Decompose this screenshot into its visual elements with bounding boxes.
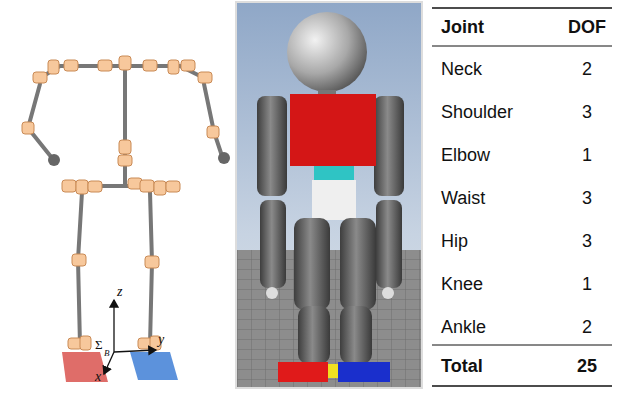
- frame-label: Σ: [95, 338, 103, 351]
- table-cell: Knee: [441, 275, 483, 293]
- table-cell: Neck: [441, 60, 482, 78]
- table-cell: Shoulder: [441, 103, 513, 121]
- table-cell: 25: [577, 357, 597, 375]
- table-cell: Elbow: [441, 146, 490, 164]
- table-cell: 2: [582, 318, 592, 336]
- skeleton-links: [28, 66, 222, 345]
- hand: [48, 154, 60, 166]
- table-cell: 1: [582, 275, 592, 293]
- table-cell: 3: [582, 103, 592, 121]
- robot-render: [236, 2, 422, 388]
- table-cell: 2: [582, 60, 592, 78]
- table-cell: 1: [582, 146, 592, 164]
- table-cell: Ankle: [441, 318, 486, 336]
- right-foot: [130, 352, 178, 380]
- table-cell: 3: [582, 189, 592, 207]
- axis-label: x: [95, 370, 101, 384]
- table-header: DOF: [568, 18, 606, 36]
- frame-subscript: B: [104, 349, 110, 358]
- axes: [104, 300, 156, 374]
- table-cell: 3: [582, 232, 592, 250]
- table-cell: Waist: [441, 189, 485, 207]
- axis-label: y: [158, 333, 164, 347]
- hand: [218, 152, 230, 164]
- table-rules: [432, 8, 612, 386]
- joint-cylinders: [22, 56, 219, 350]
- table-cell: Hip: [441, 232, 468, 250]
- table-cell: Total: [441, 357, 483, 375]
- table-header: Joint: [441, 18, 484, 36]
- axis-label: z: [117, 285, 122, 299]
